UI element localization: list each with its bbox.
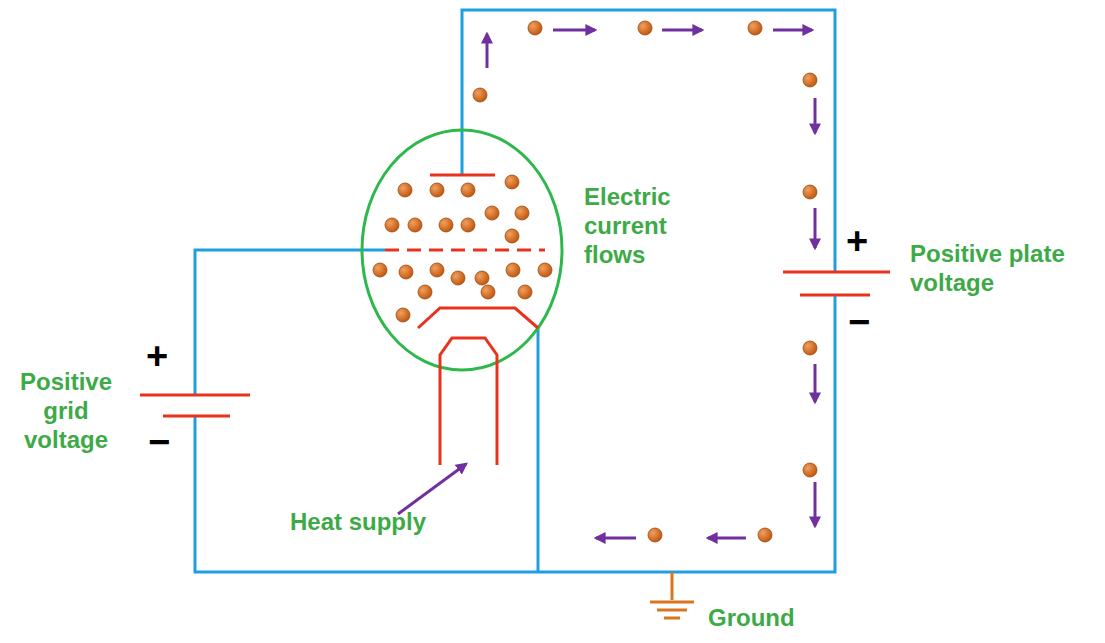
cathode-wire	[537, 328, 540, 572]
grid-electrode	[385, 249, 545, 252]
plate-wire	[462, 10, 835, 272]
leader-arrow	[398, 464, 466, 514]
polarity-sign: +	[846, 222, 868, 260]
polarity-sign: +	[146, 337, 168, 375]
circuit-wires	[195, 10, 835, 572]
battery-symbol	[783, 272, 890, 295]
plate-electrode	[430, 174, 495, 177]
voltage-label: Positive grid voltage	[10, 368, 122, 454]
voltage-label: Positive plate voltage	[910, 240, 1095, 298]
heater-label: Heat supply	[290, 508, 426, 537]
flow-label: Electric current flows	[584, 183, 709, 269]
flow-arrows	[487, 30, 815, 538]
polarity-sign: −	[848, 303, 870, 341]
return-wire	[195, 295, 835, 572]
ground-label: Ground	[708, 604, 795, 633]
polarity-sign: −	[148, 423, 170, 461]
tube-envelope	[362, 130, 562, 370]
grid-wire	[195, 250, 385, 395]
battery-symbol	[140, 395, 250, 416]
ground-symbol	[650, 572, 694, 618]
electrons	[373, 21, 817, 542]
cathode-electrode	[418, 308, 538, 328]
heater-filament	[440, 338, 497, 465]
